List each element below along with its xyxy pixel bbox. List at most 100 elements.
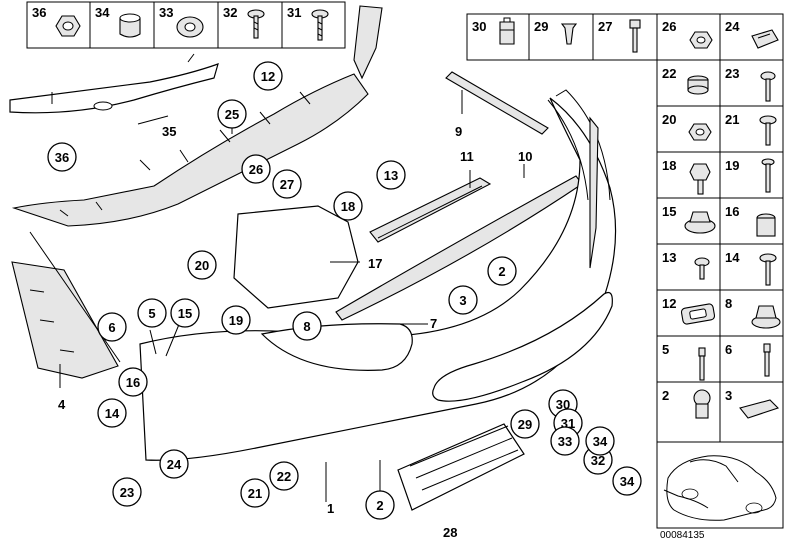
strip-label-24: 24: [725, 19, 740, 34]
callout-12[interactable]: 12: [253, 61, 283, 91]
grid-label-21: 21: [725, 112, 739, 127]
callout-2[interactable]: 2: [365, 490, 395, 520]
grid-label-5: 5: [662, 342, 669, 357]
callout-circle[interactable]: [550, 426, 580, 456]
callout-13[interactable]: 13: [376, 160, 406, 190]
callout-number: 33: [558, 434, 572, 449]
spacer-sleeve-icon: [687, 75, 709, 95]
callout-number: 14: [105, 406, 120, 421]
callout-22[interactable]: 22: [269, 461, 299, 491]
callout-circle[interactable]: [217, 99, 247, 129]
callout-number: 29: [518, 417, 532, 432]
callout-circle[interactable]: [448, 285, 478, 315]
strip-label-30: 30: [472, 19, 486, 34]
callout-circle[interactable]: [97, 312, 127, 342]
document-number: 00084135: [660, 530, 705, 541]
callout-circle[interactable]: [612, 466, 642, 496]
callout-circle[interactable]: [47, 142, 77, 172]
top-right-strip-frame: [466, 13, 784, 61]
callout-16[interactable]: 16: [118, 367, 148, 397]
callout-14[interactable]: 14: [97, 398, 127, 428]
callout-plain-17: 17: [368, 256, 382, 271]
grid-label-13: 13: [662, 250, 676, 265]
callout-number: 18: [341, 199, 355, 214]
callout-circle[interactable]: [241, 154, 271, 184]
strip-label-29: 29: [534, 19, 548, 34]
callout-circle[interactable]: [510, 409, 540, 439]
grid-label-23: 23: [725, 66, 739, 81]
grid-label-18: 18: [662, 158, 676, 173]
grid-label-20: 20: [662, 112, 676, 127]
callout-19[interactable]: 19: [221, 305, 251, 335]
callout-circle[interactable]: [240, 478, 270, 508]
grid-label-22: 22: [662, 66, 676, 81]
callout-circle[interactable]: [333, 191, 363, 221]
callout-15[interactable]: 15: [170, 298, 200, 328]
callout-circle[interactable]: [159, 449, 189, 479]
grid-label-2: 2: [662, 388, 669, 403]
collar-screw-icon: [759, 115, 777, 146]
callout-25[interactable]: 25: [217, 99, 247, 129]
callout-3[interactable]: 3: [448, 285, 478, 315]
right-column-grid: 22 23 20 21 18 19 15 16 13 14 12 8 5 6 2…: [656, 59, 784, 443]
vehicle-locator: [656, 441, 784, 529]
callout-number: 26: [249, 162, 263, 177]
bumper-carrier-25: [11, 5, 383, 227]
callout-circle[interactable]: [253, 61, 283, 91]
callout-34[interactable]: 34: [585, 426, 615, 456]
callout-8[interactable]: 8: [292, 311, 322, 341]
spring-clip-icon: [751, 29, 779, 49]
grid-label-14: 14: [725, 250, 740, 265]
callout-29[interactable]: 29: [510, 409, 540, 439]
callout-5[interactable]: 5: [137, 298, 167, 328]
callout-24[interactable]: 24: [159, 449, 189, 479]
callout-6[interactable]: 6: [97, 312, 127, 342]
callout-18[interactable]: 18: [333, 191, 363, 221]
callout-circle[interactable]: [137, 298, 167, 328]
flange-nut-icon: [684, 211, 716, 234]
callout-circle[interactable]: [187, 250, 217, 280]
hex-nut-icon: [55, 15, 81, 37]
grid-label-3: 3: [725, 388, 732, 403]
callout-number: 6: [108, 320, 115, 335]
callout-34[interactable]: 34: [612, 466, 642, 496]
callout-number: 32: [591, 453, 605, 468]
strip-label-27: 27: [598, 19, 612, 34]
callout-21[interactable]: 21: [240, 478, 270, 508]
callout-36[interactable]: 36: [47, 142, 77, 172]
callout-23[interactable]: 23: [112, 477, 142, 507]
grommet-icon: [680, 303, 716, 325]
screw-icon: [761, 158, 775, 193]
callout-plain-1: 1: [327, 501, 334, 516]
callout-number: 30: [556, 397, 570, 412]
callout-27[interactable]: 27: [272, 169, 302, 199]
grid-label-12: 12: [662, 296, 676, 311]
callout-circle[interactable]: [292, 311, 322, 341]
callout-circle[interactable]: [585, 426, 615, 456]
callout-number: 2: [376, 498, 383, 513]
callout-circle[interactable]: [118, 367, 148, 397]
strip-label-32: 32: [223, 5, 237, 20]
callout-circle[interactable]: [170, 298, 200, 328]
callout-circle[interactable]: [97, 398, 127, 428]
callout-33[interactable]: 33: [550, 426, 580, 456]
flange-nut-icon: [751, 305, 781, 329]
callout-circle[interactable]: [221, 305, 251, 335]
grid-label-19: 19: [725, 158, 739, 173]
hex-nut-icon: [688, 123, 712, 141]
callout-circle[interactable]: [487, 256, 517, 286]
callout-plain-10: 10: [518, 149, 532, 164]
callout-circle[interactable]: [112, 477, 142, 507]
callout-circle[interactable]: [365, 490, 395, 520]
callout-26[interactable]: 26: [241, 154, 271, 184]
washer-icon: [176, 16, 204, 38]
callout-circle[interactable]: [272, 169, 302, 199]
callout-2[interactable]: 2: [487, 256, 517, 286]
screw-icon: [760, 71, 776, 102]
callout-number: 16: [126, 375, 140, 390]
callout-20[interactable]: 20: [187, 250, 217, 280]
callout-circle[interactable]: [376, 160, 406, 190]
callout-circle[interactable]: [269, 461, 299, 491]
strip-label-34: 34: [95, 5, 110, 20]
callout-plain-28: 28: [443, 525, 457, 540]
